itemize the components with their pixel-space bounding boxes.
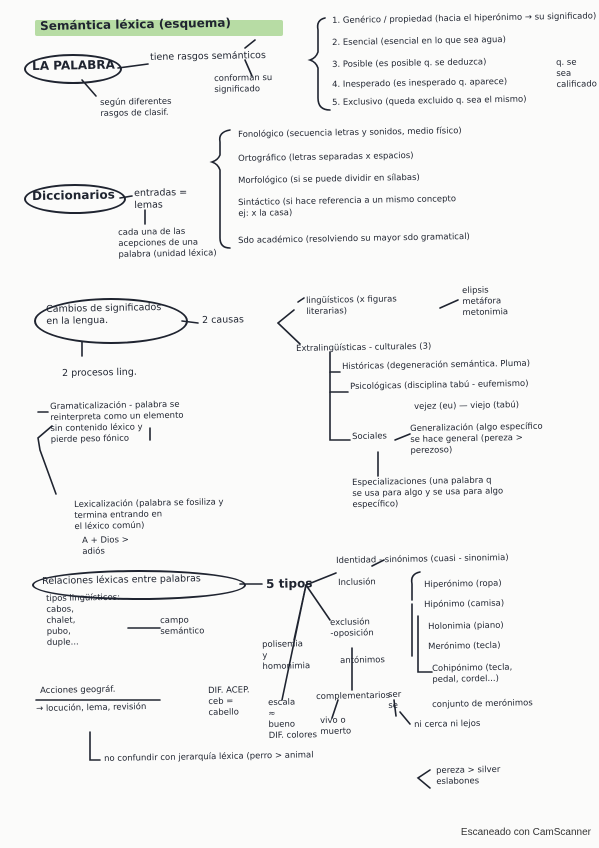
dif-acep: DIF. ACEP. ceb = cabello	[208, 685, 250, 718]
entries-lemas: entradas = lemas	[134, 187, 188, 211]
hiperonimo: Hiperónimo (ropa)	[424, 578, 502, 590]
campo-semantico: campo semántico	[160, 615, 205, 637]
acciones-geograf: Acciones geográf.	[40, 684, 116, 696]
escala: escala ≈ bueno DIF. colores	[268, 697, 318, 741]
meronimo: Merónimo (tecla)	[428, 640, 501, 652]
inclusion: Inclusión	[338, 577, 376, 588]
ser-se: ser se	[388, 689, 402, 711]
complementarios: complementarios	[316, 690, 391, 702]
linguistic-causes: lingüísticos (x figuras literarias)	[306, 294, 397, 317]
five-types: 5 tipos	[265, 576, 313, 591]
two-processes: 2 procesos ling.	[62, 366, 137, 379]
node-oval-relaciones	[32, 570, 246, 600]
entries-note: cada una de las acepciones de una palabr…	[118, 226, 217, 260]
lexicalization: Lexicalización (palabra se fosiliza y te…	[74, 497, 224, 532]
b2-item-4: Sintáctico (si hace referencia a un mism…	[238, 194, 457, 219]
node-oval-la-palabra	[24, 54, 122, 84]
below-left-note: según diferentes rasgos de clasif.	[100, 96, 172, 119]
conjunto-meronimos: conjunto de merónimos	[432, 698, 533, 710]
two-causes: 2 causas	[202, 314, 245, 326]
node-oval-diccionarios	[24, 184, 126, 214]
figures-list: elipsis metáfora metonimia	[462, 285, 509, 318]
extralinguistic: Extralingüísticas - culturales (3)	[296, 341, 432, 354]
generalization: Generalización (algo específico se hace …	[410, 421, 543, 456]
sub-verb: conforman su significado	[214, 72, 273, 95]
tipos-linguisticos: tipos lingüísticos: cabos, chalet, pubo,…	[46, 592, 121, 648]
exclusion: exclusión -oposición	[330, 617, 374, 639]
ni-cerca: ni cerca ni lejos	[414, 718, 481, 730]
title-highlight	[35, 20, 283, 36]
hiponimo: Hipónimo (camisa)	[424, 598, 505, 610]
node-cambios: Cambios de significados en la lengua.	[46, 301, 162, 327]
bottom-right-note: pereza > silver eslabones	[436, 764, 501, 787]
polisemia: polisemia y homonimia	[262, 639, 311, 672]
social: Sociales	[352, 431, 388, 442]
psych-example: vejez (eu) — viejo (tabú)	[414, 400, 520, 412]
node-oval-cambios	[34, 298, 188, 344]
cohiponimo: Cohipónimo (tecla, pedal, cordel...)	[432, 662, 513, 685]
b1-side-note: q. se sea calificado	[556, 57, 597, 90]
specialization: Especializaciones (una palabra q se usa …	[352, 475, 504, 510]
scanner-watermark: Escaneado con CamScanner	[460, 827, 591, 838]
node-la-palabra: LA PALABRA	[31, 57, 115, 73]
antonimos: antónimos	[340, 655, 385, 666]
complementarios-example: vivo o muerto	[320, 715, 352, 737]
lexicalization-example: A + Dios > adiós	[82, 535, 129, 557]
holonimo: Holonimia (piano)	[428, 620, 504, 632]
node-diccionarios: Diccionarios	[31, 187, 115, 203]
arrow-example: → locución, lema, revisión	[36, 702, 147, 714]
verb-tiene-rasgos: tiene rasgos semánticos	[150, 49, 267, 63]
grammaticalization: Gramaticalización - palabra se reinterpr…	[50, 399, 184, 445]
